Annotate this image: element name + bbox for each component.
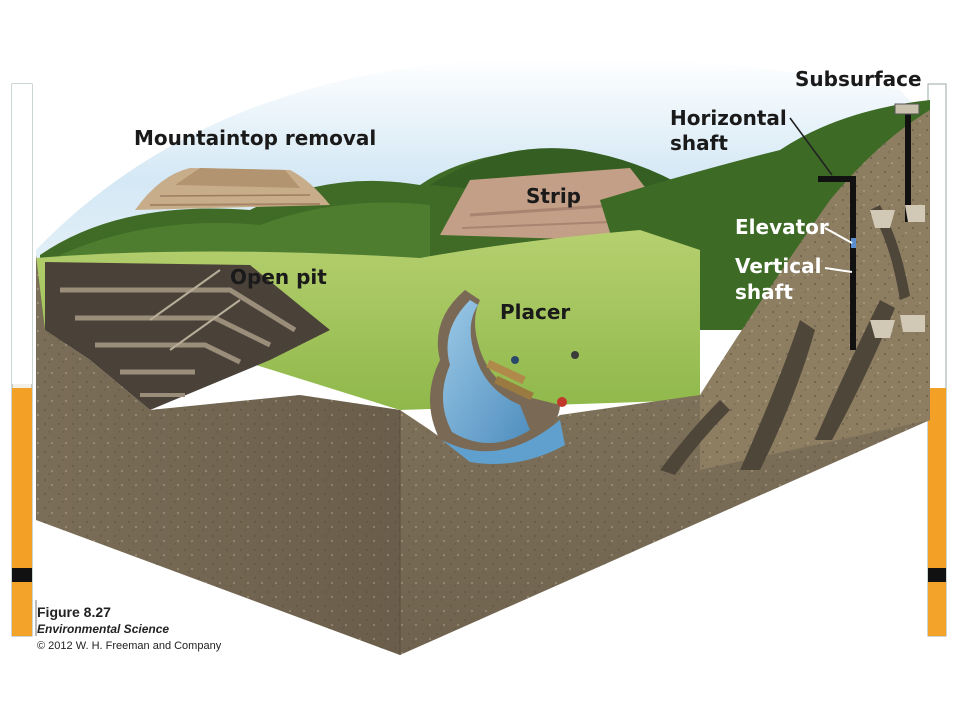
caption-figure-number: Figure 8.27 bbox=[37, 604, 111, 620]
subsurface-shafts bbox=[789, 103, 925, 350]
label-vertical-line1: Vertical bbox=[735, 254, 822, 278]
terrain-block bbox=[36, 110, 930, 655]
label-vertical-line2: shaft bbox=[735, 280, 793, 304]
label-horizontal-line1: Horizontal bbox=[670, 106, 787, 130]
label-strip: Strip bbox=[526, 184, 581, 208]
strip-mine bbox=[440, 168, 655, 240]
label-placer: Placer bbox=[500, 300, 571, 324]
label-elevator: Elevator bbox=[735, 215, 829, 239]
label-mountaintop-removal: Mountaintop removal bbox=[134, 126, 377, 150]
figure-caption: Figure 8.27 Environmental Science © 2012… bbox=[37, 604, 221, 655]
side-strips bbox=[11, 83, 947, 637]
label-subsurface: Subsurface bbox=[795, 67, 922, 91]
caption-book-title: Environmental Science bbox=[37, 622, 170, 636]
label-open-pit: Open pit bbox=[230, 265, 327, 289]
label-horizontal-line2: shaft bbox=[670, 131, 728, 155]
open-pit bbox=[45, 262, 330, 410]
caption-copyright: © 2012 W. H. Freeman and Company bbox=[37, 640, 222, 652]
placer-river bbox=[430, 290, 579, 464]
mountaintop-mesa bbox=[135, 168, 330, 210]
